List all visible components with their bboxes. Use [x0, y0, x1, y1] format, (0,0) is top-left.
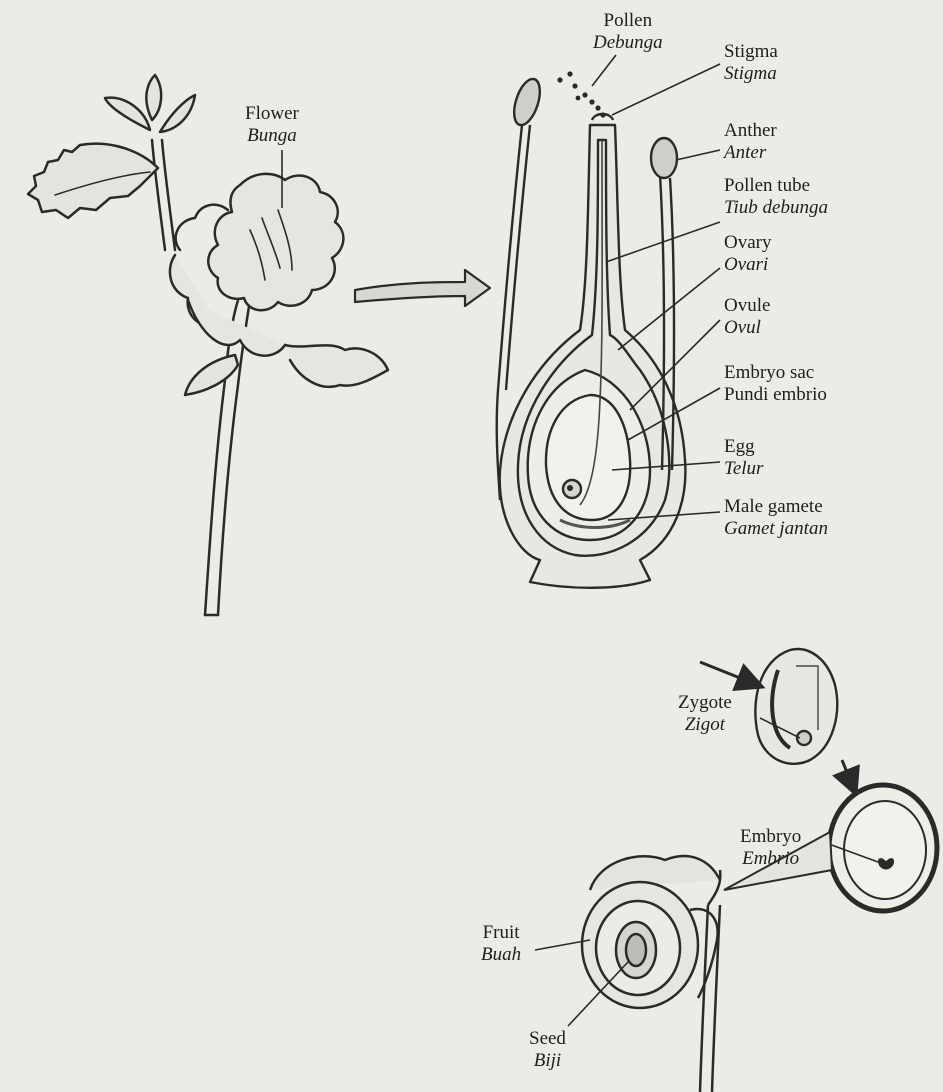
label-flower-en: Flower: [245, 103, 299, 125]
label-anther: Anther Anter: [724, 120, 777, 164]
label-ovule-en: Ovule: [724, 295, 770, 317]
label-stigma-ms: Stigma: [724, 63, 778, 85]
label-fruit: Fruit Buah: [481, 922, 521, 966]
down-arrow-icon: [842, 760, 855, 792]
zygote-arrow-icon: [700, 662, 760, 686]
label-anther-en: Anther: [724, 120, 777, 142]
right-arrow-icon: [355, 270, 490, 306]
label-stigma-en: Stigma: [724, 41, 778, 63]
label-egg-en: Egg: [724, 436, 763, 458]
label-pollen-tube-en: Pollen tube: [724, 175, 828, 197]
label-pollen-tube-ms: Tiub debunga: [724, 197, 828, 219]
label-ovule-ms: Ovul: [724, 317, 770, 339]
label-stigma: Stigma Stigma: [724, 41, 778, 85]
label-egg: Egg Telur: [724, 436, 763, 480]
label-ovary-ms: Ovari: [724, 254, 771, 276]
label-seed-en: Seed: [529, 1028, 566, 1050]
zygote-ovule-drawing: [755, 649, 837, 764]
label-fruit-en: Fruit: [481, 922, 521, 944]
label-male-gamete-ms: Gamet jantan: [724, 518, 828, 540]
label-seed: Seed Biji: [529, 1028, 566, 1072]
label-zygote-en: Zygote: [678, 692, 732, 714]
label-flower: Flower Bunga: [245, 103, 299, 147]
label-pollen-ms: Debunga: [593, 32, 663, 54]
flowering-plant-drawing: [28, 75, 388, 615]
label-male-gamete: Male gamete Gamet jantan: [724, 496, 828, 540]
label-ovule: Ovule Ovul: [724, 295, 770, 339]
label-ovary: Ovary Ovari: [724, 232, 771, 276]
label-pollen-tube: Pollen tube Tiub debunga: [724, 175, 828, 219]
label-flower-ms: Bunga: [245, 125, 299, 147]
label-zygote-ms: Zigot: [678, 714, 732, 736]
label-embryo-sac: Embryo sac Pundi embrio: [724, 362, 827, 406]
embryo-seed-drawing: [829, 785, 937, 911]
label-embryo-sac-ms: Pundi embrio: [724, 384, 827, 406]
label-ovary-en: Ovary: [724, 232, 771, 254]
label-male-gamete-en: Male gamete: [724, 496, 828, 518]
label-embryo-ms: Embrio: [740, 848, 801, 870]
label-anther-ms: Anter: [724, 142, 777, 164]
fruit-drawing: [582, 856, 720, 1092]
label-egg-ms: Telur: [724, 458, 763, 480]
label-fruit-ms: Buah: [481, 944, 521, 966]
label-embryo-sac-en: Embryo sac: [724, 362, 827, 384]
label-pollen-en: Pollen: [593, 10, 663, 32]
label-zygote: Zygote Zigot: [678, 692, 732, 736]
label-embryo-en: Embryo: [740, 826, 801, 848]
label-seed-ms: Biji: [529, 1050, 566, 1072]
label-pollen: Pollen Debunga: [593, 10, 663, 54]
label-embryo: Embryo Embrio: [740, 826, 801, 870]
